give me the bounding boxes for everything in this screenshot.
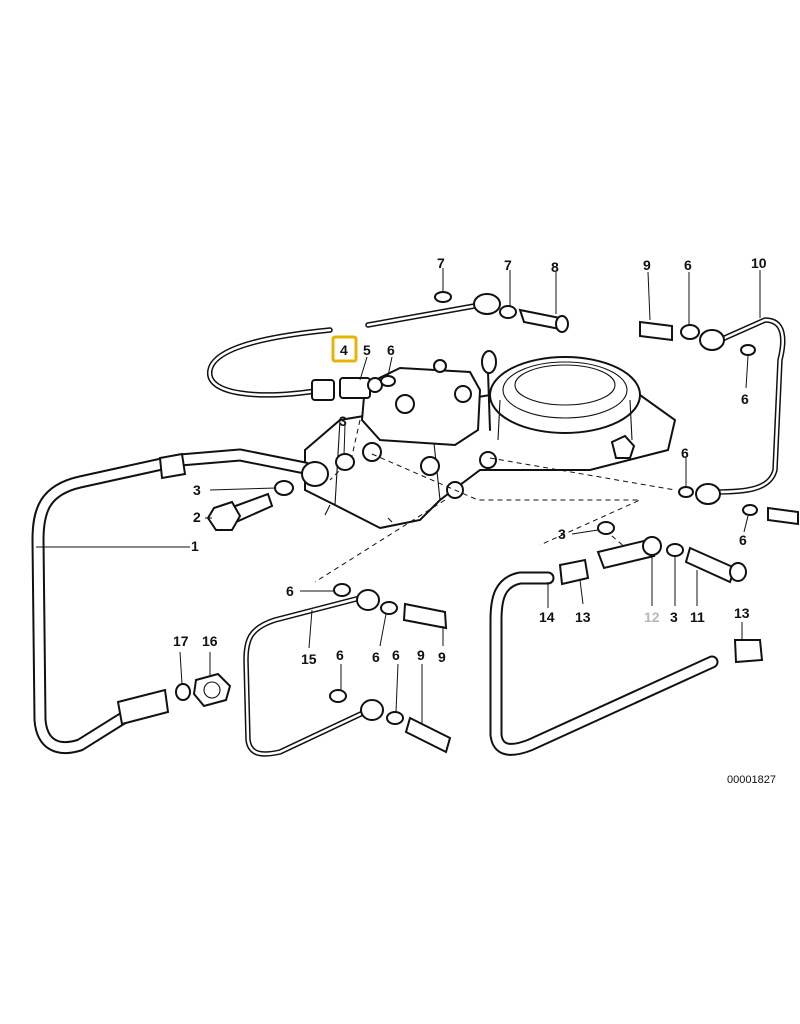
callout-5[interactable]: 5 (363, 342, 371, 358)
callout-14[interactable]: 14 (539, 609, 555, 625)
top-fasteners (380, 291, 569, 387)
callout-3-right[interactable]: 3 (670, 609, 678, 625)
callout-15[interactable]: 15 (301, 651, 317, 667)
callout-6-right-pipe[interactable]: 6 (741, 391, 749, 407)
throttle-housing (304, 350, 677, 530)
callout-6-bottom-left[interactable]: 6 (336, 647, 344, 663)
callout-7-top-left[interactable]: 7 (437, 255, 445, 271)
callout-6-bottom-right[interactable]: 6 (392, 647, 400, 663)
fuel-line-4 (207, 293, 501, 401)
callout-1[interactable]: 1 (191, 538, 199, 554)
callout-13-left[interactable]: 13 (575, 609, 591, 625)
pipe-10 (639, 317, 799, 526)
callout-6-pipe-15-top[interactable]: 6 (286, 583, 294, 599)
callout-13-right[interactable]: 13 (734, 605, 750, 621)
callout-10[interactable]: 10 (751, 255, 767, 271)
callout-7-top-right[interactable]: 7 (504, 257, 512, 273)
callout-3-left[interactable]: 3 (193, 482, 201, 498)
callout-11[interactable]: 11 (690, 609, 705, 625)
callout-labels: 7 7 8 9 6 10 4 5 6 6 3 6 3 2 1 3 6 6 14 … (173, 255, 767, 667)
callout-6-right-lower[interactable]: 6 (681, 445, 689, 461)
leader-lines (36, 268, 761, 724)
callout-2[interactable]: 2 (193, 509, 201, 525)
callout-4[interactable]: 4 (340, 342, 348, 358)
callout-3-housing[interactable]: 3 (339, 413, 347, 429)
pipe-15 (243, 583, 452, 757)
callout-3-center[interactable]: 3 (558, 526, 566, 542)
callout-9-bottom[interactable]: 9 (417, 647, 425, 663)
callout-6-pipe-15-mid[interactable]: 6 (372, 649, 380, 665)
hose-14 (489, 521, 764, 756)
callout-12[interactable]: 12 (644, 609, 660, 625)
diagram-reference-code: 00001827 (727, 774, 776, 786)
callout-8[interactable]: 8 (551, 259, 559, 275)
selected-callout-frame (331, 335, 358, 363)
fitting-16-17 (116, 672, 232, 726)
callout-9-mid[interactable]: 9 (438, 649, 446, 665)
callout-6-far-right[interactable]: 6 (739, 532, 747, 548)
callout-6-top-right[interactable]: 6 (684, 257, 692, 273)
callout-9-top[interactable]: 9 (643, 257, 651, 273)
callout-16[interactable]: 16 (202, 633, 218, 649)
callout-6-near-5[interactable]: 6 (387, 342, 395, 358)
callout-17[interactable]: 17 (173, 633, 189, 649)
hose-1 (31, 448, 355, 755)
